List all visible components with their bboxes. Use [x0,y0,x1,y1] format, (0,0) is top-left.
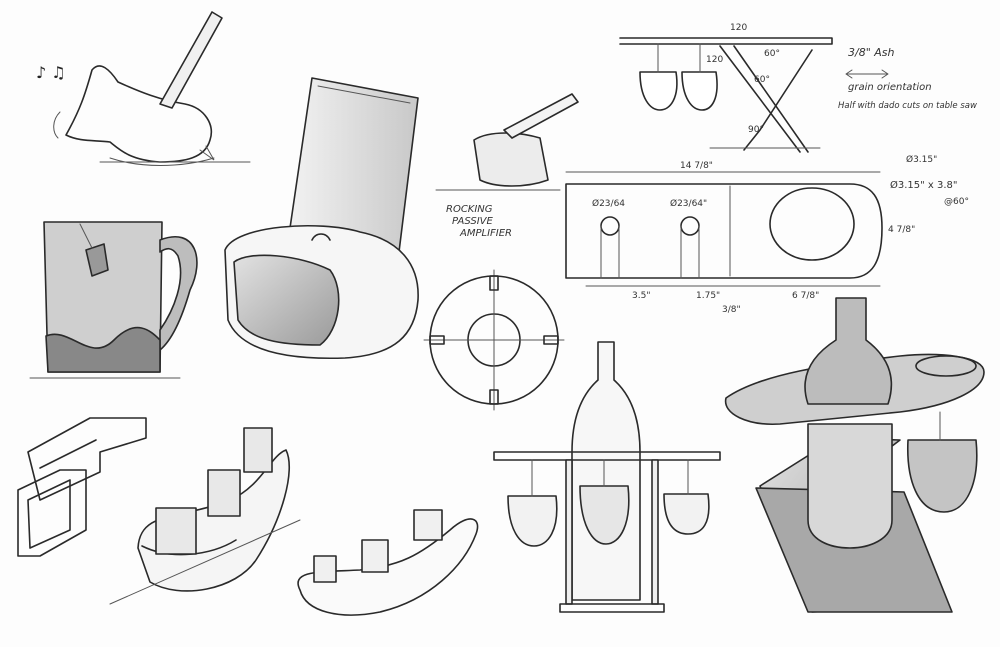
phone-slot [311,233,331,241]
small-amp-body [473,132,549,187]
rack-glass-stems [657,43,701,73]
plan-board [565,183,883,279]
bird-body [65,65,212,163]
rack-glass-2 [681,71,718,111]
note-amplifier: AMPLIFIER [459,228,512,239]
tray-candle-3 [413,509,443,541]
rock-ground [109,157,215,166]
dim-hole-3: Ø3.15" [906,154,937,165]
tea-string [79,223,93,249]
dim-slot-angle: @60° [944,197,969,207]
dim-width: 4 7/8" [888,225,915,235]
dim-seg-4: 6 7/8" [792,291,819,301]
coaster-crosshair [423,269,565,411]
tray-candle-1 [313,555,337,583]
dim-slot: Ø3.15" x 3.8" [890,179,958,191]
note-rocking: ROCKING [446,204,493,215]
coaster-slots [429,275,559,405]
plan-bottle-hole [769,187,855,261]
note-half: Half with dado cuts on table saw [838,101,977,111]
bird-stand-sketch: ♪ ♫ [36,11,251,166]
holder-glass [907,439,978,513]
holder-top-hole [915,355,977,377]
rack-base [559,603,665,613]
angle-120-a: 120 [730,23,747,33]
angle-90: 90° [748,125,764,135]
glass-rack-side-sketch: 120 120 60° 60° 90° 3/8" Ash grain orien… [619,23,977,153]
candle-3 [243,427,273,473]
music-notes: ♪ ♫ [36,63,66,82]
link-shelf-sketch [17,417,147,557]
bottom-glass-stems [531,459,689,497]
phone-top-edge [317,85,411,104]
phone-amplifier-sketch [224,77,419,360]
mug-sketch [29,221,198,379]
coaster-sketch [423,269,565,411]
bottom-glass-1 [507,495,558,547]
angle-60-a: 60° [764,49,780,59]
small-amp-stick [503,93,579,139]
note-material: 3/8" Ash [848,46,895,59]
bottom-glass-2 [579,485,630,545]
plan-slots [600,225,700,279]
link-lower-inner [27,479,71,549]
rack-back-leg [743,49,813,151]
angle-120-b: 120 [706,55,723,65]
dim-hole-1: Ø23/64 [592,198,625,209]
candle-2 [207,469,241,517]
motion-arc-left [53,111,61,139]
rack-shelf [493,451,721,461]
note-grain: grain orientation [848,82,932,93]
shaded-holder-sketch [724,297,985,613]
holder-bottle [804,297,893,405]
mug-handle [159,236,198,351]
rack-diagonal-leg [719,45,809,153]
holder-bottle-lower [807,423,893,549]
candle-tray-sketch [297,509,479,616]
wine-bottle [571,341,641,601]
candle-1 [155,507,197,555]
candle-boat-sketch [109,427,301,605]
plan-hole-1 [600,216,620,236]
motion-arrow [199,145,215,161]
dim-seg-1: 3.5" [632,291,650,301]
boat-surface [109,519,301,605]
note-passive: PASSIVE [452,216,494,227]
dim-seg-2: 1.75" [696,291,720,301]
bottle-rack-sketch [493,341,721,613]
dim-seg-3: 3/8" [722,305,741,315]
rack-glass-1 [639,71,678,111]
bird-stick [159,11,223,109]
tea-tag [85,243,109,277]
mug-base [45,326,161,373]
small-amplifier-sketch: ROCKING PASSIVE AMPLIFIER [446,93,579,239]
grain-arrow [845,69,889,79]
rack-top-board [619,37,833,45]
angle-60-b: 60° [754,75,770,85]
plan-hole-2 [680,216,700,236]
bottom-glass-3 [663,493,710,535]
link-upper-inner [39,439,97,469]
dim-overall-length: 14 7/8" [680,161,713,171]
plan-drawing: 14 7/8" Ø23/64 Ø23/64" Ø3.15" Ø3.15" x 3… [435,154,969,315]
tray-candle-2 [361,539,389,573]
amplifier-horn [233,254,340,346]
link-lower [17,469,87,557]
dim-hole-2: Ø23/64" [670,198,707,209]
link-upper [27,417,147,501]
